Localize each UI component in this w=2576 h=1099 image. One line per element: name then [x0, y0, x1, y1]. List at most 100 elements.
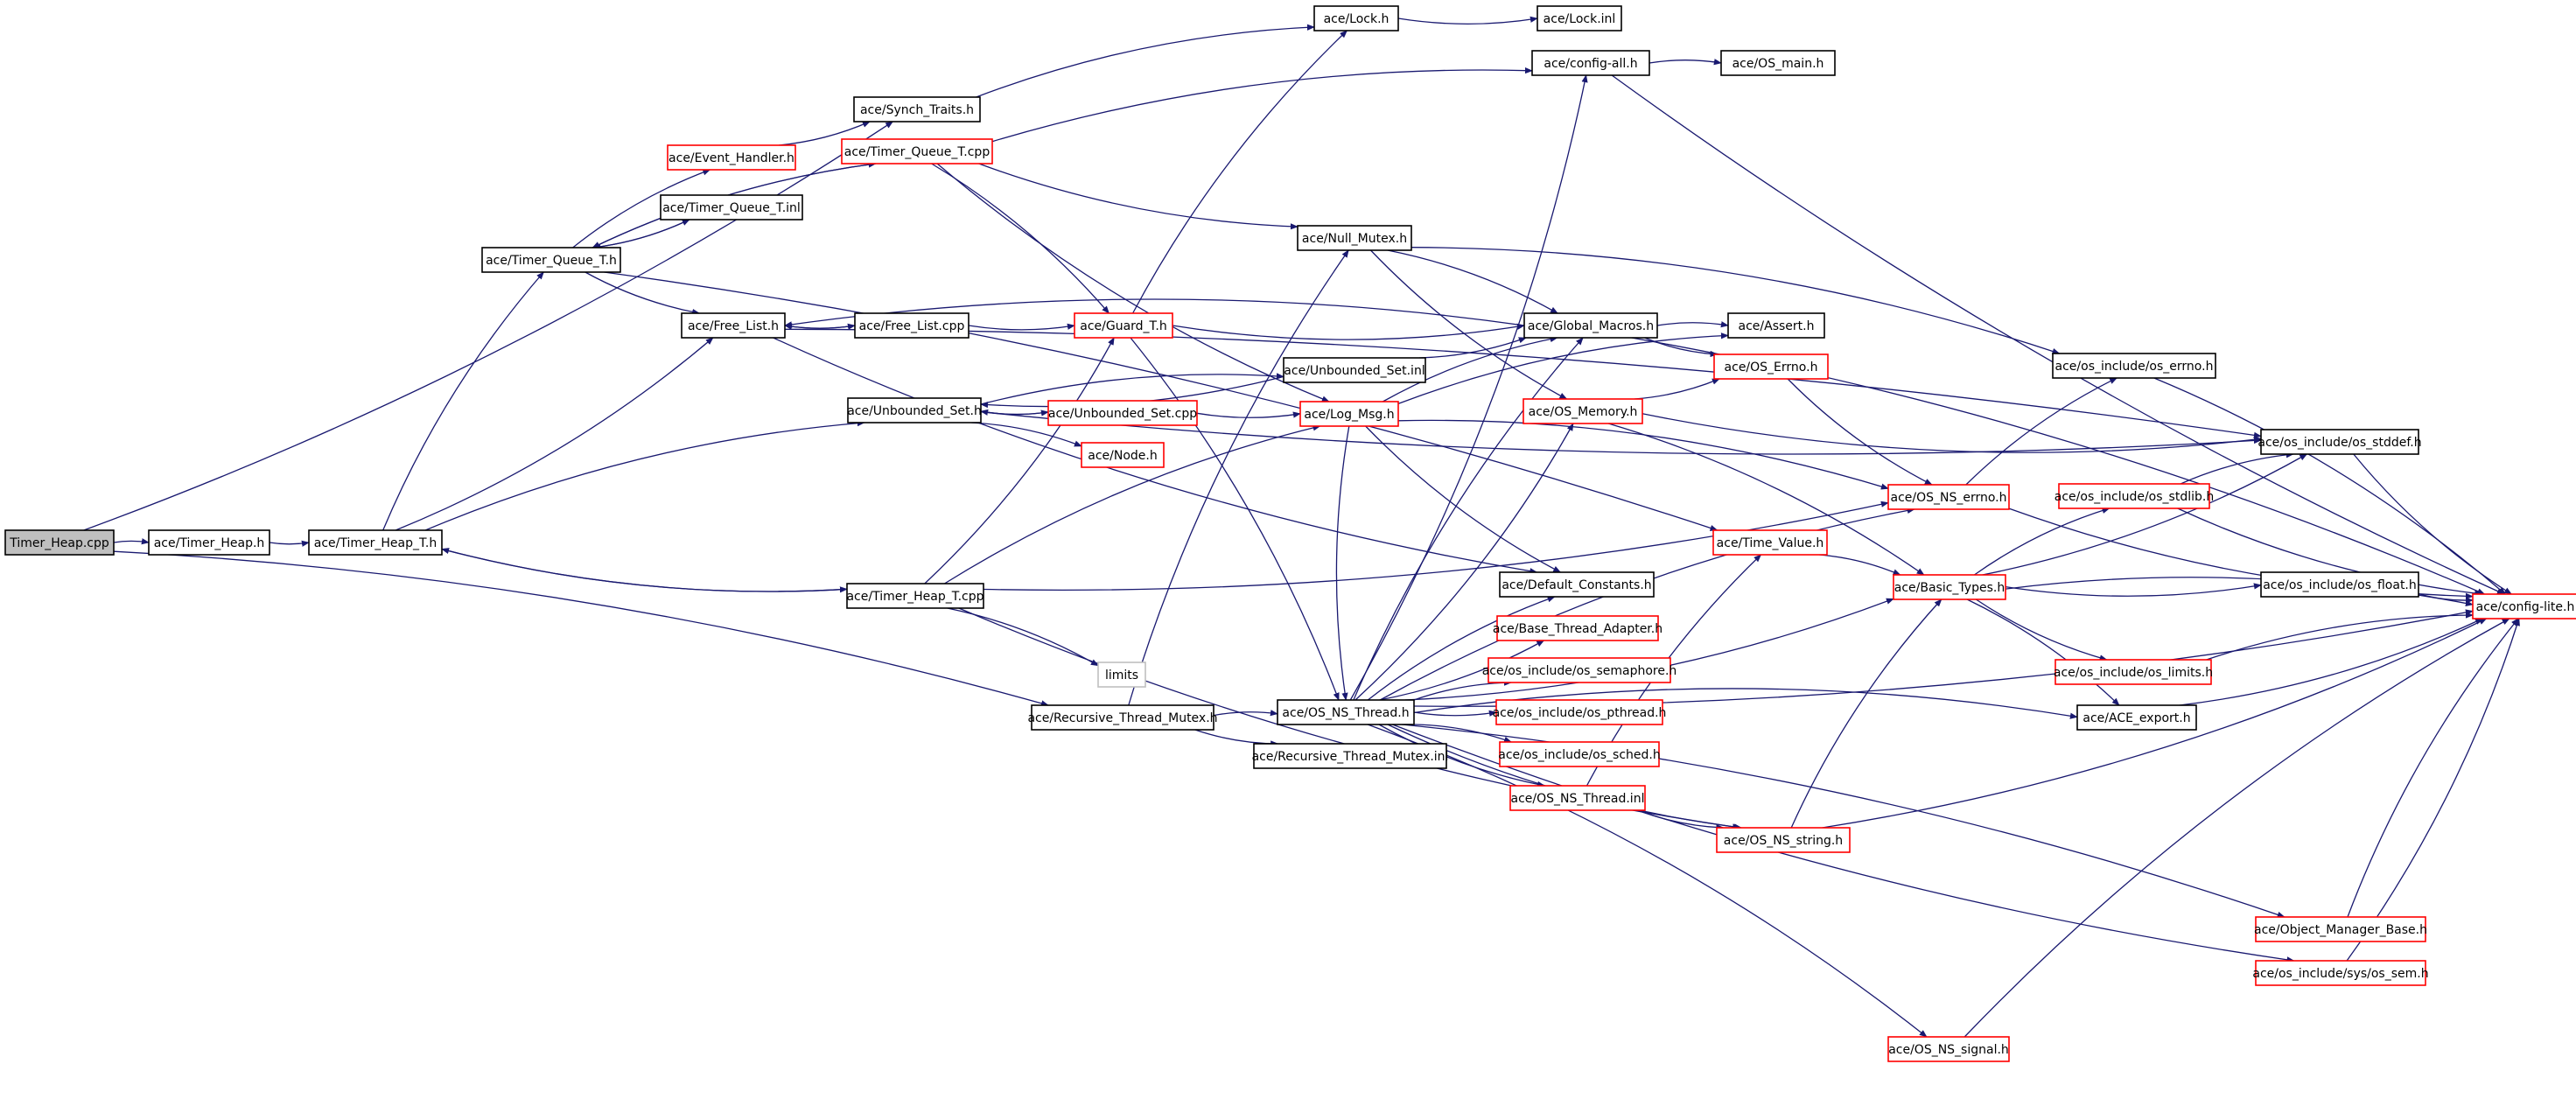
edge-os-ns-thread-inl-to-os-ns-string-h [1637, 809, 1725, 831]
node-time-value-h[interactable]: ace/Time_Value.h [1712, 529, 1828, 556]
node-os-include-os-errno-h[interactable]: ace/os_include/os_errno.h [2052, 353, 2216, 379]
node-os-include-os-stdlib-h[interactable]: ace/os_include/os_stdlib.h [2054, 483, 2214, 509]
node-os-memory-h[interactable]: ace/OS_Memory.h [1522, 398, 1643, 424]
node-unbounded-set-cpp[interactable]: ace/Unbounded_Set.cpp [1047, 400, 1198, 426]
node-os-include-os-stddef-h[interactable]: ace/os_include/os_stddef.h [2258, 429, 2422, 455]
node-config-lite-h[interactable]: ace/config-lite.h [2472, 593, 2576, 620]
node-timer-queue-t-h[interactable]: ace/Timer_Queue_T.h [481, 247, 621, 273]
node-free-list-h[interactable]: ace/Free_List.h [681, 312, 786, 339]
node-box [1893, 574, 2006, 600]
node-os-errno-h[interactable]: ace/OS_Errno.h [1713, 354, 1829, 380]
edge-os-include-os-float-h-to-config-lite-h [2418, 592, 2474, 604]
node-timer-queue-t-inl[interactable]: ace/Timer_Queue_T.inl [660, 194, 803, 220]
node-os-include-os-semaphore-h[interactable]: ace/os_include/os_semaphore.h [1482, 657, 1677, 683]
edge-recursive-thread-mutex-h-to-os-ns-thread-h [1213, 710, 1278, 717]
edge-timer-heap-cpp-to-recursive-thread-mutex-h [113, 550, 1049, 707]
node-box [1283, 357, 1426, 383]
node-unbounded-set-h[interactable]: ace/Unbounded_Set.h [847, 397, 982, 424]
node-timer-heap-t-h[interactable]: ace/Timer_Heap_T.h [308, 529, 443, 556]
node-timer-heap-t-cpp[interactable]: ace/Timer_Heap_T.cpp [846, 583, 984, 609]
node-timer-queue-t-cpp[interactable]: ace/Timer_Queue_T.cpp [841, 138, 993, 164]
node-box [1313, 5, 1399, 32]
node-box [1887, 484, 2010, 510]
edge-timer-queue-t-cpp-to-timer-queue-t-h [592, 163, 876, 248]
node-label: ace/Assert.h [1739, 319, 1815, 333]
node-box [2058, 483, 2210, 509]
edge-unbounded-set-h-to-node-h [971, 422, 1082, 447]
node-box [1277, 699, 1415, 725]
edge-os-memory-h-to-os-include-os-stddef-h [1642, 413, 2262, 453]
node-label: ace/os_include/os_errno.h [2055, 360, 2214, 374]
node-box [854, 312, 970, 339]
node-os-include-os-sched-h[interactable]: ace/os_include/os_sched.h [1498, 741, 1661, 767]
edge-time-value-h-to-basic-types-h [1819, 554, 1901, 576]
node-recursive-thread-mutex-h[interactable]: ace/Recursive_Thread_Mutex.h [1027, 704, 1218, 731]
node-assert-h[interactable]: ace/Assert.h [1727, 312, 1825, 339]
node-os-ns-string-h[interactable]: ace/OS_NS_string.h [1716, 827, 1851, 853]
node-os-include-sys-os-sem-h[interactable]: ace/os_include/sys/os_sem.h [2252, 960, 2429, 986]
edge-basic-types-h-to-ace-export-h [1966, 598, 2120, 706]
node-default-constants-h[interactable]: ace/Default_Constants.h [1499, 571, 1655, 598]
edge-global-macros-h-to-os-errno-h [1644, 337, 1718, 358]
node-limits[interactable]: limits [1097, 662, 1146, 688]
edge-unbounded-set-inl-to-global-macros-h [1419, 337, 1527, 359]
node-synch-traits-h[interactable]: ace/Synch_Traits.h [853, 96, 981, 122]
node-os-include-os-float-h[interactable]: ace/os_include/os_float.h [2260, 571, 2419, 598]
node-label: ace/Timer_Queue_T.cpp [844, 145, 990, 159]
edge-lock-h-to-lock-inl [1397, 16, 1538, 24]
node-node-h[interactable]: ace/Node.h [1081, 442, 1165, 468]
node-box [1499, 571, 1655, 598]
node-free-list-cpp[interactable]: ace/Free_List.cpp [854, 312, 970, 339]
node-box [2255, 916, 2426, 942]
edges [83, 16, 2520, 1038]
node-lock-inl[interactable]: ace/Lock.inl [1536, 5, 1622, 32]
node-label: ace/os_include/os_pthread.h [1493, 706, 1667, 720]
node-label: ace/os_include/sys/os_sem.h [2252, 967, 2428, 981]
node-basic-types-h[interactable]: ace/Basic_Types.h [1893, 574, 2006, 600]
edge-global-macros-h-to-assert-h [1656, 321, 1729, 328]
node-label: ace/Recursive_Thread_Mutex.h [1027, 711, 1217, 725]
node-box [1523, 312, 1658, 339]
node-event-handler-h[interactable]: ace/Event_Handler.h [667, 144, 796, 171]
node-box [847, 397, 982, 424]
node-label: ace/Basic_Types.h [1894, 581, 2005, 595]
node-os-main-h[interactable]: ace/OS_main.h [1720, 50, 1836, 76]
node-config-all-h[interactable]: ace/config-all.h [1531, 50, 1650, 76]
node-box [1081, 442, 1165, 468]
node-os-ns-thread-inl[interactable]: ace/OS_NS_Thread.inl [1509, 785, 1646, 811]
node-object-manager-base-h[interactable]: ace/Object_Manager_Base.h [2254, 916, 2427, 942]
node-guard-t-h[interactable]: ace/Guard_T.h [1074, 312, 1173, 339]
edge-guard-t-h-to-os-ns-thread-h [1130, 337, 1340, 701]
edge-free-list-h-to-os-include-os-stddef-h [784, 328, 2262, 438]
node-os-ns-signal-h[interactable]: ace/OS_NS_signal.h [1887, 1036, 2010, 1062]
node-label: ace/Global_Macros.h [1528, 319, 1654, 333]
node-os-ns-errno-h[interactable]: ace/OS_NS_errno.h [1887, 484, 2010, 510]
node-timer-heap-cpp[interactable]: Timer_Heap.cpp [4, 529, 115, 556]
node-log-msg-h[interactable]: ace/Log_Msg.h [1299, 401, 1399, 427]
node-box [2052, 353, 2216, 379]
edge-os-include-os-stdlib-h-to-os-include-os-stddef-h [2180, 452, 2294, 485]
node-null-mutex-h[interactable]: ace/Null_Mutex.h [1297, 225, 1412, 251]
node-label: ace/config-lite.h [2476, 600, 2575, 614]
edge-timer-queue-t-h-to-free-list-h [584, 271, 701, 316]
node-os-ns-thread-h[interactable]: ace/OS_NS_Thread.h [1277, 699, 1415, 725]
node-lock-h[interactable]: ace/Lock.h [1313, 5, 1399, 32]
edge-unbounded-set-cpp-to-log-msg-h [1196, 411, 1301, 418]
node-box [681, 312, 786, 339]
node-global-macros-h[interactable]: ace/Global_Macros.h [1523, 312, 1658, 339]
edge-timer-queue-t-cpp-to-guard-t-h [931, 163, 1110, 314]
node-label: ace/Timer_Queue_T.inl [662, 201, 801, 215]
node-os-include-os-limits-h[interactable]: ace/os_include/os_limits.h [2054, 659, 2213, 685]
node-box [1727, 312, 1825, 339]
node-timer-heap-h[interactable]: ace/Timer_Heap.h [148, 529, 270, 556]
node-unbounded-set-inl[interactable]: ace/Unbounded_Set.inl [1283, 357, 1426, 383]
node-box [1720, 50, 1836, 76]
edge-basic-types-h-to-os-include-os-stdlib-h [1974, 507, 2110, 576]
node-base-thread-adapter-h[interactable]: ace/Base_Thread_Adapter.h [1493, 615, 1662, 641]
node-label: ace/Unbounded_Set.cpp [1048, 407, 1197, 421]
edge-os-ns-thread-h-to-config-all-h [1349, 74, 1588, 701]
node-os-include-os-pthread-h[interactable]: ace/os_include/os_pthread.h [1493, 699, 1667, 725]
node-label: ace/Unbounded_Set.inl [1284, 364, 1424, 378]
node-recursive-thread-mutex-inl[interactable]: ace/Recursive_Thread_Mutex.inl [1252, 743, 1449, 769]
node-ace-export-h[interactable]: ace/ACE_export.h [2076, 704, 2197, 731]
